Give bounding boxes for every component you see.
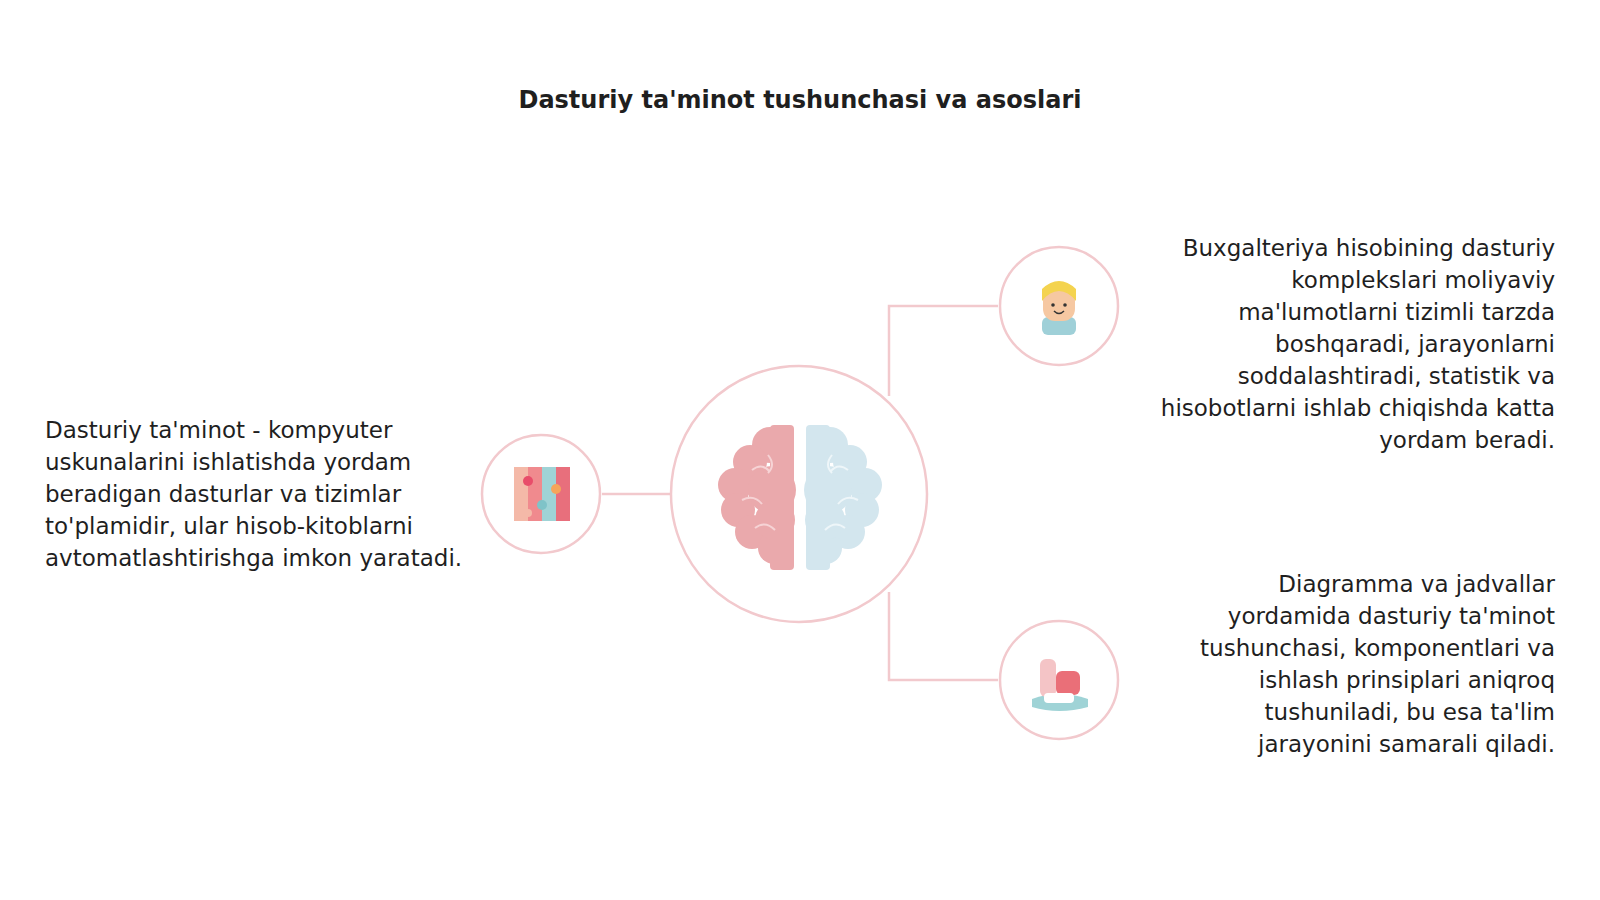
brain-icon [718, 425, 882, 570]
icon-circle-node: Dasturiy ta'minot - kompyuter uskunalari… [480, 433, 602, 555]
diagram-title: Dasturiy ta'minot tushunchasi va asoslar… [0, 86, 1600, 114]
leader-line [889, 592, 998, 680]
node-description: Diagramma va jadvallar yordamida dasturi… [1150, 568, 1555, 760]
circle-outline [480, 433, 602, 555]
node-description: Dasturiy ta'minot - kompyuter uskunalari… [45, 414, 465, 574]
blocks-icon [1032, 659, 1088, 711]
leader-line [889, 306, 998, 396]
circle-outline [998, 619, 1120, 741]
icon-circle-node: Diagramma va jadvallar yordamida dasturi… [998, 619, 1120, 741]
center-circle [671, 366, 927, 622]
node-description: Buxgalteriya hisobining dasturiy komplek… [1150, 232, 1555, 456]
circle-outline [998, 245, 1120, 367]
icon-circle-node: Buxgalteriya hisobining dasturiy komplek… [998, 245, 1120, 367]
leader-line [602, 493, 671, 496]
person-icon [1042, 281, 1076, 335]
puzzle-icon [514, 467, 570, 521]
